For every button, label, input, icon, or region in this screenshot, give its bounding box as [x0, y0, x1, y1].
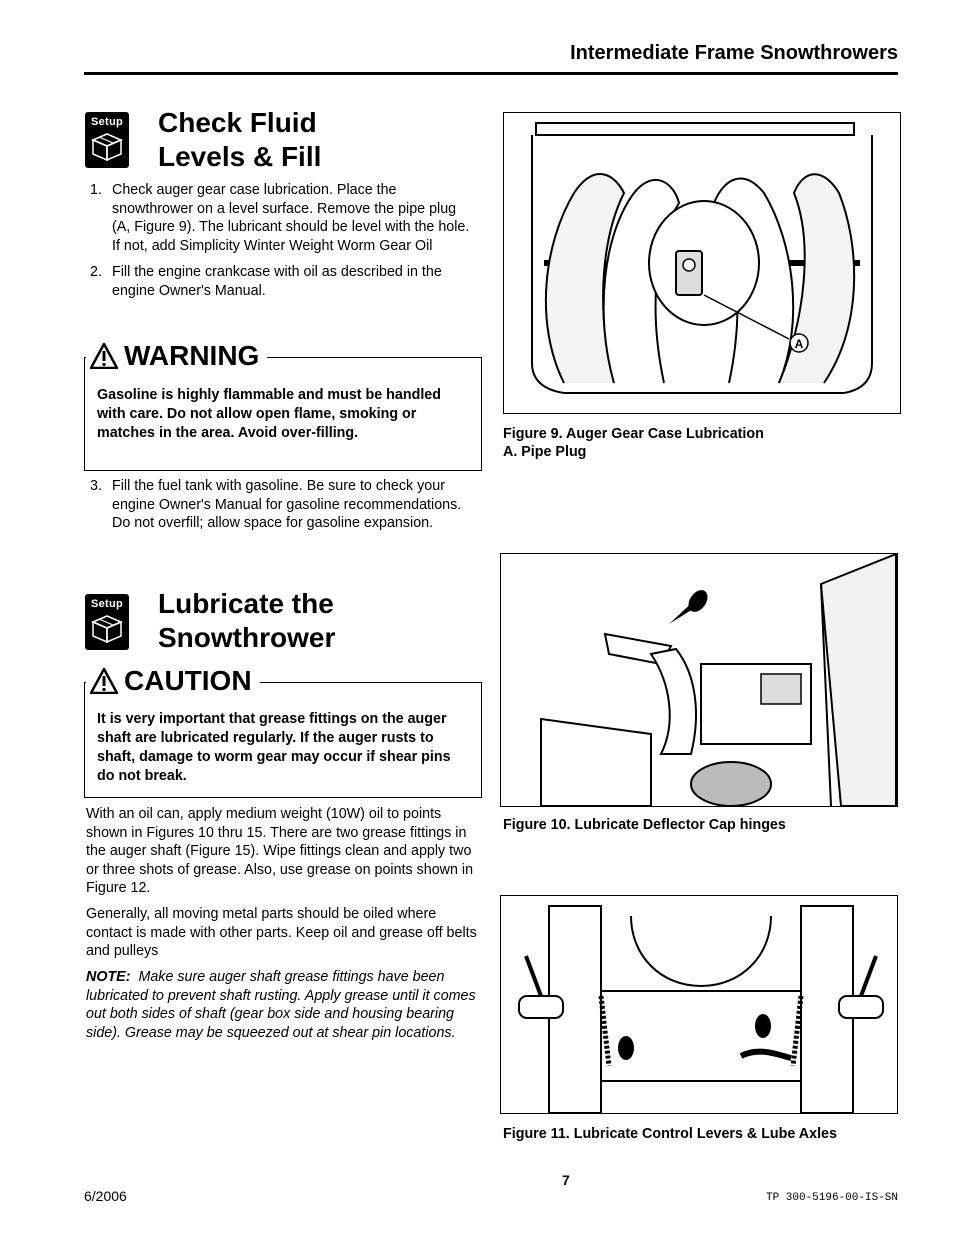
step-text: Fill the fuel tank with gasoline. Be sur… [112, 478, 462, 531]
running-header: Intermediate Frame Snowthrowers [570, 42, 898, 64]
step-number: 1. [90, 182, 102, 198]
figure-9-auger: A [503, 112, 901, 414]
paragraph-moving-parts: Generally, all moving metal parts should… [86, 906, 477, 959]
title-line: Lubricate the [158, 588, 334, 619]
box-icon [91, 133, 123, 162]
caution-title: CAUTION [124, 665, 252, 696]
section-title-lubricate: Lubricate the Snowthrower [158, 587, 335, 655]
steps-list: 1. Check auger gear case lubrication. Pla… [86, 181, 478, 308]
header-rule [84, 72, 898, 75]
title-line: Levels & Fill [158, 141, 322, 172]
caption-line: A. Pipe Plug [503, 444, 587, 460]
warning-triangle-icon [90, 343, 118, 369]
box-icon [91, 615, 123, 644]
list-item: 1. Check auger gear case lubrication. Pla… [86, 181, 478, 255]
callout-label: A [795, 337, 804, 351]
warning-box [84, 357, 482, 471]
control-levers-illustration [518, 905, 884, 1113]
paragraph-oil: With an oil can, apply medium weight (10… [86, 806, 474, 896]
steps-list-continued: 3. Fill the fuel tank with gasoline. Be s… [86, 477, 478, 541]
figure-9-caption: Figure 9. Auger Gear Case Lubrication A.… [503, 425, 764, 461]
setup-icon: Setup [85, 594, 129, 650]
caution-text: It is very important that grease fitting… [97, 711, 451, 784]
figure-11-control-levers [500, 895, 898, 1114]
callout-circle [789, 333, 809, 353]
note-text: Make sure auger shaft grease fittings ha… [86, 969, 476, 1041]
setup-icon-label: Setup [90, 598, 124, 610]
note-paragraph: NOTE: Make sure auger shaft grease fitti… [86, 968, 482, 1042]
step-text: Fill the engine crankcase with oil as de… [112, 264, 442, 299]
note-label: NOTE: [86, 969, 131, 985]
figure-10-deflector [500, 553, 898, 807]
section-title-check-fluid: Check Fluid Levels & Fill [158, 106, 321, 174]
warning-text: Gasoline is highly flammable and must be… [97, 387, 441, 441]
warning-heading: WARNING [86, 340, 268, 372]
list-item: 2. Fill the engine crankcase with oil as … [86, 263, 478, 300]
auger-illustration: A [531, 122, 873, 394]
caption-line: Figure 9. Auger Gear Case Lubrication [503, 426, 764, 442]
title-line: Snowthrower [158, 622, 336, 653]
deflector-illustration [540, 554, 897, 806]
caution-heading: CAUTION [86, 665, 260, 697]
page-number: 7 [562, 1172, 570, 1188]
step-number: 2. [90, 264, 102, 280]
setup-icon: Setup [85, 112, 129, 168]
list-item: 3. Fill the fuel tank with gasoline. Be s… [86, 477, 478, 533]
caution-triangle-icon [90, 668, 118, 694]
step-text: Check auger gear case lubrication. Place… [112, 182, 470, 254]
footer-doc-id: TP 300-5196-00-IS-SN [765, 1192, 898, 1204]
footer-date: 6/2006 [84, 1188, 127, 1204]
figure-11-caption: Figure 11. Lubricate Control Levers & Lu… [503, 1126, 837, 1142]
step-number: 3. [90, 478, 102, 494]
figure-10-caption: Figure 10. Lubricate Deflector Cap hinge… [503, 817, 786, 833]
setup-icon-label: Setup [90, 116, 124, 128]
warning-title: WARNING [124, 340, 260, 371]
caution-box [84, 682, 482, 798]
title-line: Check Fluid [158, 107, 317, 138]
